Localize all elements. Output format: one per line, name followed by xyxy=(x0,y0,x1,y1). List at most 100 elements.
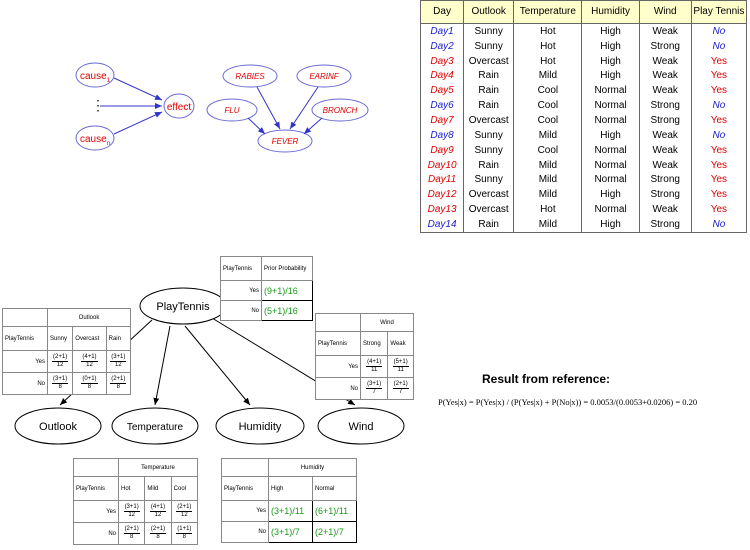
fraction-numerator: (2+1) xyxy=(392,381,409,389)
table-cell: Hot xyxy=(513,202,583,217)
table-cell: Mild xyxy=(513,216,583,233)
outlook_cpt-col: Sunny xyxy=(46,326,74,351)
humidity-no-normal: (2+1)/7 xyxy=(312,521,357,543)
table-cell: Weak xyxy=(638,202,692,217)
humidity-col-high: High xyxy=(268,476,313,501)
outlook_cpt-no-cell: (0+1)8 xyxy=(72,372,107,395)
table-cell: Strong xyxy=(638,98,692,114)
outlook_cpt-col: Rain xyxy=(105,326,132,351)
column-header: Day xyxy=(419,0,465,24)
fraction-denominator: 11 xyxy=(371,367,378,373)
day-cell: Day1 xyxy=(419,23,465,39)
wind-node xyxy=(317,407,405,445)
fraction: (2+1)7 xyxy=(392,381,409,396)
table-cell: Hot xyxy=(513,23,583,39)
fraction-denominator: 12 xyxy=(128,512,135,518)
fever-label: FEVER xyxy=(272,137,299,146)
fraction: (4+1)11 xyxy=(366,359,383,374)
fraction-numerator: (1+1) xyxy=(176,526,193,534)
fraction-denominator: 8 xyxy=(156,534,160,540)
day-cell: Day11 xyxy=(419,172,465,188)
table-cell: Yes xyxy=(690,83,748,99)
table-cell: Sunny xyxy=(463,127,515,143)
dots-label: ⋮ xyxy=(91,97,105,113)
rabies-node xyxy=(222,64,278,88)
fraction-denominator: 8 xyxy=(87,384,92,390)
fraction-numerator: (4+1) xyxy=(81,354,98,362)
table-cell: Rain xyxy=(463,98,515,114)
edge-humidity xyxy=(184,325,251,406)
table-cell: Normal xyxy=(581,113,640,128)
outlook_cpt-corner xyxy=(2,308,48,327)
table-cell: Rain xyxy=(463,216,515,233)
table-cell: Strong xyxy=(638,113,692,128)
temperature_cpt-row-header: PlayTennis xyxy=(73,476,119,501)
prior-no-value: (5+1)/16 xyxy=(261,300,313,321)
table-cell: Sunny xyxy=(463,172,515,188)
bronch-label: BRONCH xyxy=(323,106,358,115)
fraction-numerator: (4+1) xyxy=(149,504,167,512)
table-cell: Strong xyxy=(638,172,692,188)
earinf-arrow xyxy=(289,86,319,130)
fraction-denominator: 8 xyxy=(182,534,186,540)
bayes-net: PlayTennis Outlook Temperature Humidity … xyxy=(14,287,405,445)
day-cell: Day12 xyxy=(419,187,465,203)
wind_cpt-yes-cell: (5+1)11 xyxy=(387,355,414,378)
temperature_cpt-corner xyxy=(73,458,119,477)
wind_cpt-row-header: PlayTennis xyxy=(315,331,361,356)
table-cell: No xyxy=(690,216,748,233)
fraction-numerator: (2+1) xyxy=(52,354,69,362)
fraction-denominator: 12 xyxy=(154,512,162,518)
cause1-node xyxy=(75,62,115,88)
fraction: (2+1)8 xyxy=(123,526,140,541)
table-cell: Yes xyxy=(690,172,748,188)
fraction: (2+1)12 xyxy=(176,504,193,519)
outlook_cpt-yes-cell: (3+1)12 xyxy=(105,350,132,373)
fraction-numerator: (2+1) xyxy=(149,526,167,534)
prior-yes-value: (9+1)/16 xyxy=(261,280,313,301)
outlook_cpt-no-label: No xyxy=(2,372,48,395)
fraction-numerator: (2+1) xyxy=(123,526,140,534)
day-cell: Day9 xyxy=(419,142,465,158)
result-title: Result from reference: xyxy=(482,372,611,386)
table-cell: Cool xyxy=(513,113,583,128)
table-cell: High xyxy=(581,38,640,54)
table-cell: Yes xyxy=(690,202,748,217)
prior-yes-label: Yes xyxy=(220,280,262,301)
table-cell: Normal xyxy=(581,98,640,114)
flu-arrow xyxy=(247,117,266,135)
wind_cpt-no-cell: (2+1)7 xyxy=(387,377,414,400)
table-cell: Normal xyxy=(581,202,640,217)
humidity-row-header: PlayTennis xyxy=(221,476,269,501)
table-cell: Strong xyxy=(638,187,692,203)
fraction: (2+1)8 xyxy=(110,376,127,391)
temperature_cpt-col: Hot xyxy=(117,476,146,501)
bronch-node xyxy=(311,98,369,122)
humidity-col-normal: Normal xyxy=(312,476,357,501)
prior-no-label: No xyxy=(220,300,262,321)
day-cell: Day13 xyxy=(419,202,465,217)
wind_cpt-yes-label: Yes xyxy=(315,355,361,378)
temperature_cpt-yes-cell: (2+1)12 xyxy=(170,500,199,523)
medical-diagram: RABIES EARINF FLU BRONCH FEVER xyxy=(206,64,369,153)
humidity-node xyxy=(215,407,305,445)
table-cell: Mild xyxy=(513,157,583,173)
fraction: (2+1)12 xyxy=(52,354,69,369)
temperature_cpt-yes-label: Yes xyxy=(73,500,119,523)
fraction-denominator: 12 xyxy=(114,362,122,368)
table-cell: Strong xyxy=(638,216,692,233)
fraction-numerator: (2+1) xyxy=(176,504,193,512)
day-cell: Day14 xyxy=(419,216,465,233)
causen-label: causen xyxy=(80,134,110,147)
flu-label: FLU xyxy=(224,106,239,115)
fraction: (3+1)12 xyxy=(110,354,127,369)
fraction-denominator: 7 xyxy=(399,389,403,395)
